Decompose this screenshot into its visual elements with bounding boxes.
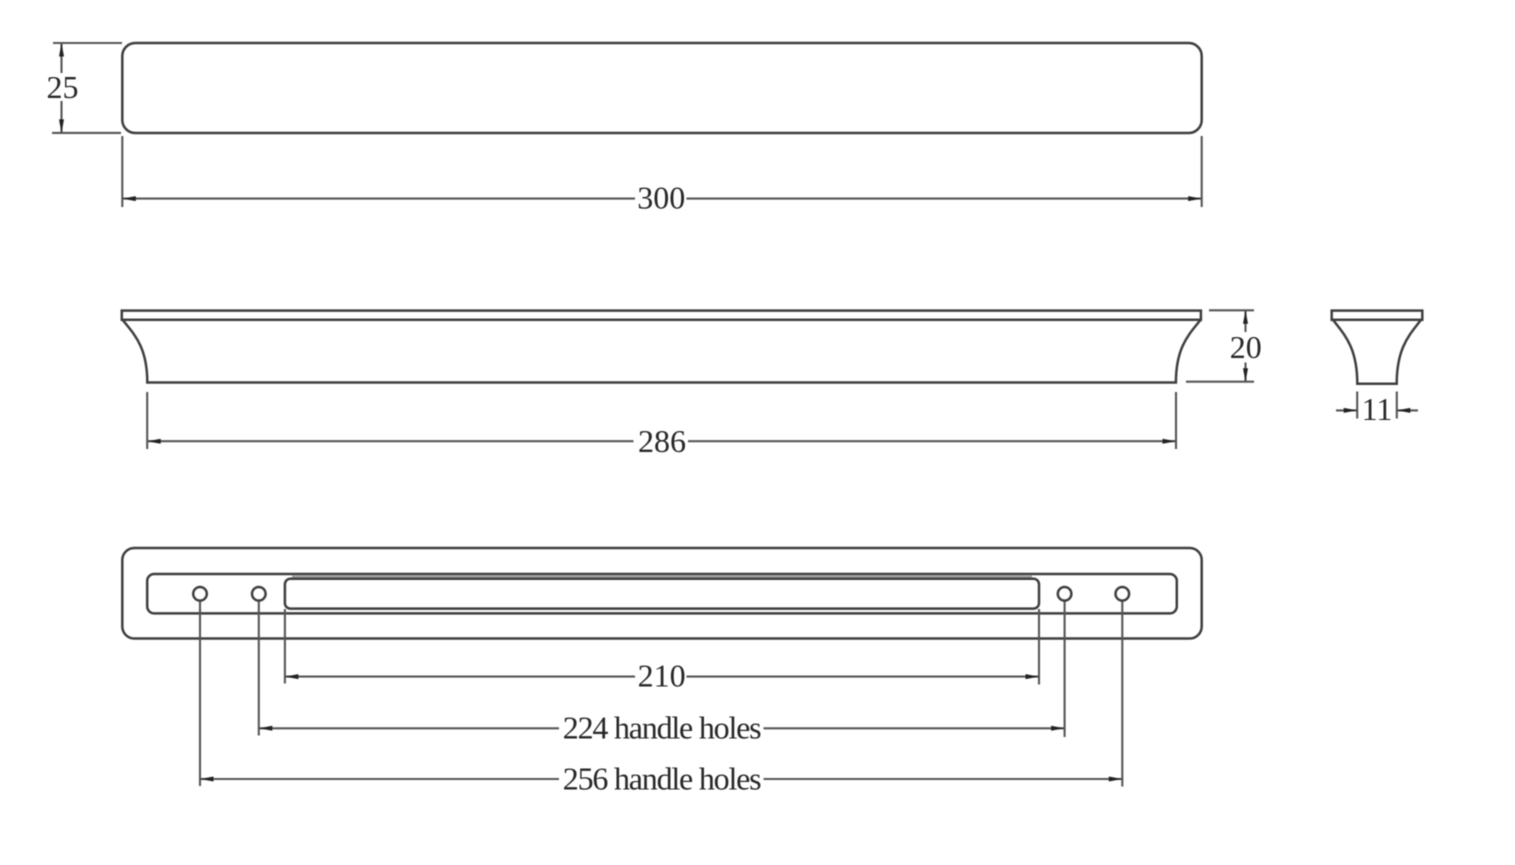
svg-text:256 handle holes: 256 handle holes — [563, 760, 761, 796]
svg-text:11: 11 — [1362, 391, 1393, 427]
svg-text:20: 20 — [1230, 329, 1262, 365]
svg-text:286: 286 — [638, 423, 686, 459]
svg-text:210: 210 — [638, 658, 686, 694]
svg-text:224 handle holes: 224 handle holes — [563, 710, 761, 746]
svg-text:25: 25 — [47, 69, 79, 105]
svg-text:300: 300 — [637, 180, 685, 216]
